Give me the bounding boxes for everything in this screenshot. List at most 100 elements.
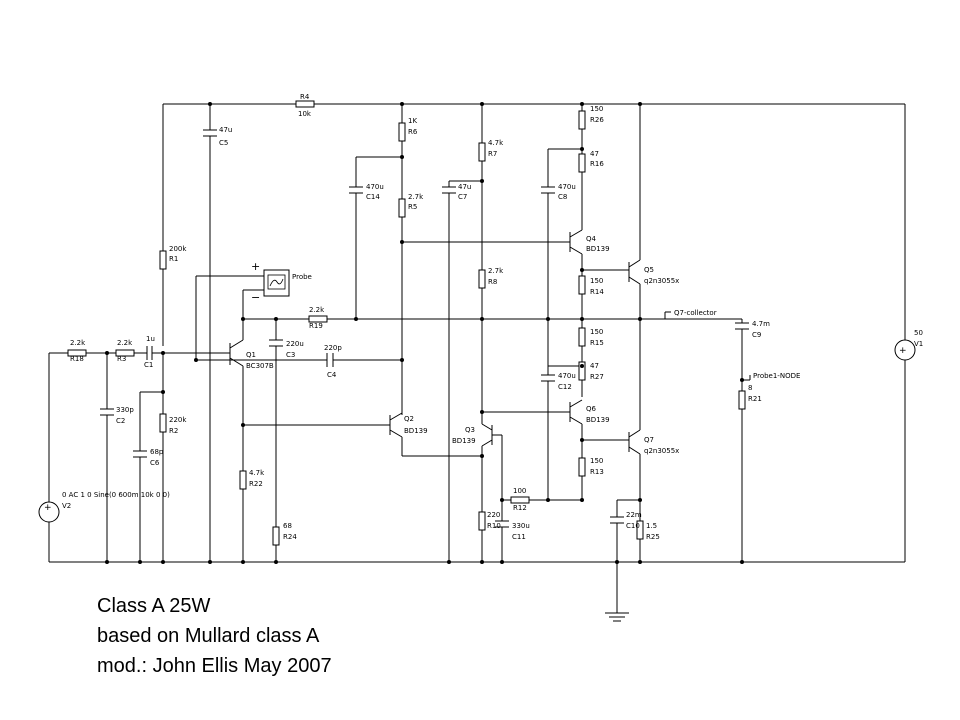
resistor-r1 <box>159 250 167 270</box>
r22-value: 4.7k <box>249 469 265 477</box>
c12-ref: C12 <box>558 383 572 391</box>
v2-ref: V2 <box>62 502 71 510</box>
c2-value: 330p <box>116 406 134 414</box>
r3-value: 2.2k <box>117 339 133 347</box>
r18-value: 2.2k <box>70 339 86 347</box>
r21-value: 8 <box>748 384 752 392</box>
c1-ref: C1 <box>144 361 153 369</box>
component-labels: 10k R4 47u C5 1K R6 4.7k R7 150 R26 47 R… <box>62 93 923 541</box>
caption-author: mod.: John Ellis May 2007 <box>97 655 332 677</box>
c6-ref: C6 <box>150 459 160 467</box>
capacitor-c7 <box>442 186 456 194</box>
c5-value: 47u <box>219 126 232 134</box>
r4-ref: R4 <box>300 93 310 101</box>
capacitor-c2 <box>100 408 114 416</box>
probe1-node-label: Probe1-NODE <box>753 372 800 380</box>
probe-plus: + <box>251 260 260 273</box>
capacitor-c8 <box>541 186 555 194</box>
c11-value: 330u <box>512 522 530 530</box>
v1-value: 50 <box>914 329 923 337</box>
r1-ref: R1 <box>169 255 178 263</box>
resistor-r14 <box>578 275 586 295</box>
capacitor-c12 <box>541 374 555 382</box>
c14-value: 470u <box>366 183 384 191</box>
r1-value: 200k <box>169 245 187 253</box>
resistor-r18 <box>67 349 87 357</box>
c4-ref: C4 <box>327 371 337 379</box>
c14-ref: C14 <box>366 193 380 201</box>
capacitor-c14 <box>349 186 363 194</box>
r3-ref: R3 <box>117 355 126 363</box>
r26-value: 150 <box>590 105 603 113</box>
c10-ref: C10 <box>626 522 640 530</box>
resistor-r27 <box>578 361 586 381</box>
capacitor-c3 <box>269 339 283 347</box>
resistor-r26 <box>578 110 586 130</box>
resistor-r24 <box>272 526 280 546</box>
r6-value: 1K <box>408 117 417 125</box>
r21-ref: R21 <box>748 395 762 403</box>
r27-value: 47 <box>590 362 599 370</box>
probe-label: Probe <box>292 273 312 281</box>
r6-ref: R6 <box>408 128 418 136</box>
r27-ref: R27 <box>590 373 604 381</box>
r5-ref: R5 <box>408 203 417 211</box>
c5-ref: C5 <box>219 139 228 147</box>
c4-value: 220p <box>324 344 342 352</box>
wires <box>48 103 906 622</box>
r18-ref: R18 <box>70 355 84 363</box>
q4-ref: Q4 <box>586 235 597 243</box>
resistor-r16 <box>578 153 586 173</box>
r5-value: 2.7k <box>408 193 424 201</box>
q7-collector-label: Q7-collector <box>674 309 717 317</box>
r8-value: 2.7k <box>488 267 504 275</box>
c9-ref: C9 <box>752 331 761 339</box>
v2-value: 0 AC 1 0 Sine(0 600m 10k 0 0) <box>62 491 170 499</box>
r12-value: 100 <box>513 487 526 495</box>
r7-value: 4.7k <box>488 139 504 147</box>
r15-value: 150 <box>590 328 603 336</box>
c3-value: 220u <box>286 340 304 348</box>
resistor-r10 <box>478 511 486 531</box>
r25-value: 1.5 <box>646 522 657 530</box>
c12-value: 470u <box>558 372 576 380</box>
probe-minus: − <box>251 291 260 304</box>
c11-ref: C11 <box>512 533 526 541</box>
resistor-r15 <box>578 327 586 347</box>
voltage-source-v2: + <box>38 501 60 523</box>
resistor-r5 <box>398 198 406 218</box>
r19-value: 2.2k <box>309 306 325 314</box>
r25-ref: R25 <box>646 533 660 541</box>
v1-ref: V1 <box>914 340 923 348</box>
caption-title: Class A 25W <box>97 595 211 617</box>
r24-value: 68 <box>283 522 292 530</box>
resistor-r8 <box>478 269 486 289</box>
r10-value: 220 <box>487 511 500 519</box>
resistor-r13 <box>578 457 586 477</box>
resistors <box>67 100 746 546</box>
r4-value: 10k <box>298 110 312 118</box>
r2-ref: R2 <box>169 427 178 435</box>
capacitor-c11 <box>495 520 509 528</box>
r12-ref: R12 <box>513 504 527 512</box>
c3-ref: C3 <box>286 351 295 359</box>
voltage-source-v1: + <box>894 339 916 361</box>
r22-ref: R22 <box>249 480 263 488</box>
resistor-r3 <box>115 349 135 357</box>
q7-ref: Q7 <box>644 436 654 444</box>
q3-value: BD139 <box>452 437 476 445</box>
resistor-r25 <box>636 520 644 540</box>
q5-ref: Q5 <box>644 266 654 274</box>
resistor-r22 <box>239 470 247 490</box>
c10-value: 22m <box>626 511 642 519</box>
q1-ref: Q1 <box>246 351 256 359</box>
capacitor-c4 <box>326 353 334 367</box>
v1-plus-sign: + <box>899 346 907 356</box>
r15-ref: R15 <box>590 339 604 347</box>
capacitor-c6 <box>133 450 147 458</box>
c7-value: 47u <box>458 183 471 191</box>
r16-value: 47 <box>590 150 599 158</box>
capacitor-c10 <box>610 516 624 524</box>
q7-value: q2n3055x <box>644 447 679 455</box>
